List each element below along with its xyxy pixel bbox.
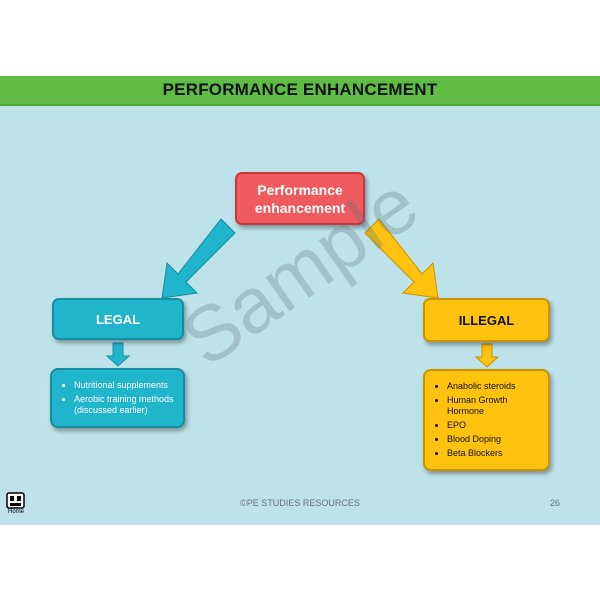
arrow-to-legal	[161, 218, 236, 299]
page-number: 26	[550, 498, 561, 508]
illegal-label: ILLEGAL	[458, 312, 515, 328]
slide-title: PERFORMANCE ENHANCEMENT	[162, 80, 438, 99]
list-item: Human Growth Hormone	[447, 395, 542, 417]
arrow-illegal-down	[474, 343, 500, 368]
illegal-list: Anabolic steroids Human Growth Hormone E…	[433, 378, 542, 462]
arrows-layer	[105, 218, 500, 368]
list-item: Beta Blockers	[447, 448, 542, 459]
home-button[interactable]: Home	[5, 492, 27, 518]
arrow-to-illegal	[364, 218, 439, 299]
slide: PERFORMANCE ENHANCEMENT Performance enha…	[0, 76, 600, 525]
home-label: Home	[7, 509, 24, 515]
title-bar: PERFORMANCE ENHANCEMENT	[0, 76, 600, 106]
legal-box: LEGAL	[52, 298, 184, 340]
performance-enhancement-box: Performance enhancement	[235, 172, 365, 225]
legal-list: Nutritional supplements Aerobic training…	[60, 377, 177, 419]
list-item: EPO	[447, 420, 542, 431]
list-item: Anabolic steroids	[447, 381, 542, 392]
home-icon	[6, 492, 25, 509]
performance-enhancement-label: Performance enhancement	[254, 181, 346, 216]
illegal-box: ILLEGAL	[423, 298, 550, 342]
list-item: Aerobic training methods (discussed earl…	[74, 394, 177, 416]
illegal-list-box: Anabolic steroids Human Growth Hormone E…	[423, 369, 550, 471]
footer-copyright: ©PE STUDIES RESOURCES	[240, 498, 360, 508]
list-item: Nutritional supplements	[74, 380, 177, 391]
list-item: Blood Doping	[447, 434, 542, 445]
legal-label: LEGAL	[95, 311, 141, 327]
legal-list-box: Nutritional supplements Aerobic training…	[50, 368, 185, 428]
arrow-legal-down	[105, 342, 131, 367]
